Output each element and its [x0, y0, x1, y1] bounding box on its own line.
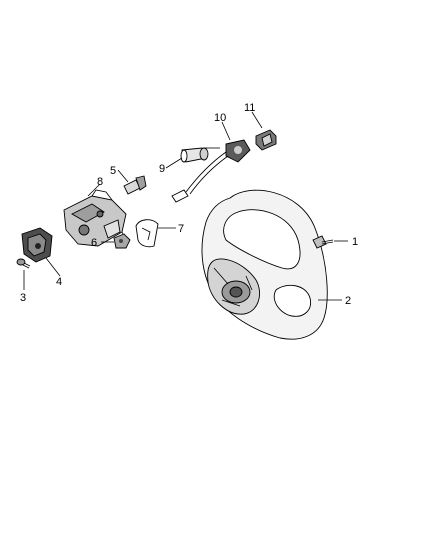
nut-part-6 — [113, 233, 131, 249]
callout-3: 3 — [20, 292, 26, 304]
callout-11: 11 — [244, 102, 255, 114]
switch-module — [21, 227, 53, 263]
leader-lines — [23, 111, 348, 301]
callout-5: 5 — [110, 165, 116, 177]
screw-part-3 — [16, 258, 31, 269]
callout-1: 1 — [352, 236, 358, 248]
cap-part-11 — [255, 129, 277, 151]
callout-10: 10 — [214, 112, 226, 124]
steering-wheel — [201, 189, 328, 340]
bolt-part-1 — [312, 235, 334, 249]
callout-7: 7 — [178, 223, 184, 235]
bolt-part-5 — [123, 175, 147, 195]
clockspring-part-10 — [171, 139, 251, 203]
callout-4: 4 — [56, 276, 62, 288]
callout-2: 2 — [345, 295, 351, 307]
clip-part-7 — [135, 219, 159, 248]
callout-9: 9 — [159, 163, 165, 175]
ring-part-9 — [180, 147, 209, 163]
callout-8: 8 — [97, 176, 103, 188]
callout-6: 6 — [91, 237, 97, 249]
